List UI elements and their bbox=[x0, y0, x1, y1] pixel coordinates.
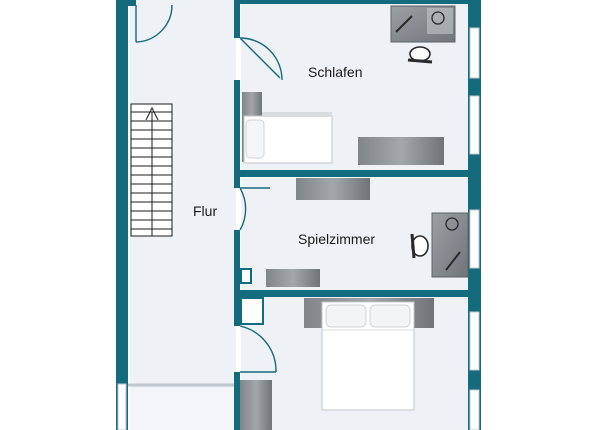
wall-spielzimmer-bedroom bbox=[234, 290, 474, 297]
low-cabinet bbox=[266, 269, 320, 287]
windows-right bbox=[469, 27, 480, 430]
wall-top-right bbox=[234, 0, 474, 4]
window-left-bottom bbox=[117, 383, 127, 430]
inner-wall-vertical-top bbox=[234, 0, 240, 38]
wall-schlafen-spielzimmer bbox=[234, 170, 474, 177]
chair-icon bbox=[410, 233, 429, 259]
window bbox=[469, 95, 480, 155]
inner-wall-vertical-mid bbox=[234, 80, 240, 188]
floor-areas bbox=[130, 0, 468, 430]
doors bbox=[135, 4, 283, 373]
shelf bbox=[296, 178, 370, 200]
closet-box bbox=[240, 297, 264, 325]
room-label-schlafen: Schlafen bbox=[308, 64, 362, 80]
spielzimmer-furniture bbox=[266, 178, 469, 287]
bedroom-furniture bbox=[304, 298, 434, 411]
window bbox=[469, 389, 480, 430]
window bbox=[469, 311, 480, 371]
wardrobe bbox=[240, 380, 272, 430]
desk-icon bbox=[431, 212, 469, 278]
door-swing-icon bbox=[135, 4, 173, 43]
room-label-spielzimmer: Spielzimmer bbox=[298, 231, 375, 247]
closet-box bbox=[240, 268, 252, 284]
desk-icon bbox=[390, 5, 456, 43]
wall-top-left bbox=[128, 0, 136, 6]
stairs-icon bbox=[130, 103, 173, 237]
window bbox=[469, 27, 480, 79]
bed-icon bbox=[304, 298, 434, 411]
bed-icon bbox=[242, 92, 333, 164]
door-swing-icon bbox=[239, 187, 270, 231]
chair-icon bbox=[407, 46, 433, 64]
inner-wall-vertical-mid2 bbox=[234, 230, 240, 326]
door-swing-icon bbox=[239, 37, 283, 81]
room-label-flur: Flur bbox=[193, 203, 217, 219]
window bbox=[469, 209, 480, 269]
outer-wall-left bbox=[116, 0, 128, 430]
small-room-floor bbox=[130, 388, 236, 430]
schlafen-furniture bbox=[242, 5, 456, 165]
inner-wall-vertical-bottom bbox=[234, 372, 240, 430]
dresser bbox=[358, 137, 444, 165]
door-swing-icon bbox=[239, 325, 277, 373]
